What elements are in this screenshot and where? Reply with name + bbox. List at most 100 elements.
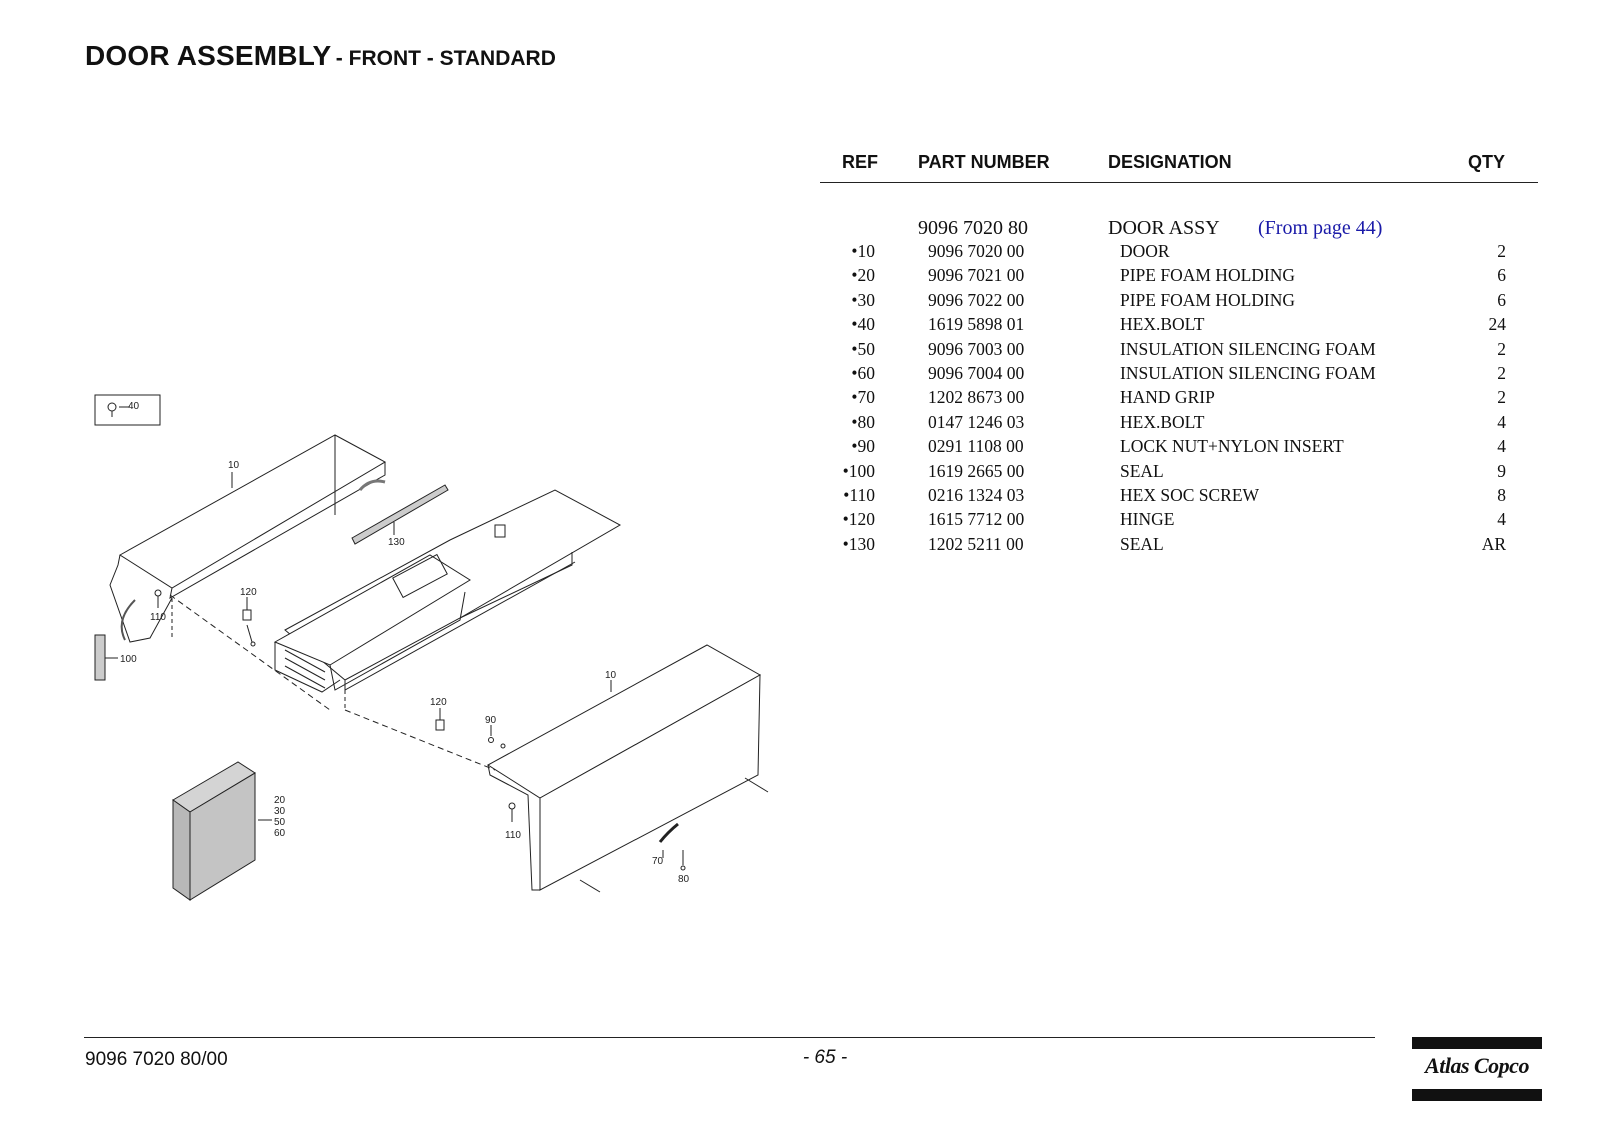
atlas-copco-logo: Atlas Copco <box>1412 1037 1542 1101</box>
seal-strip-part <box>351 479 449 545</box>
row-part-number: 1202 5211 00 <box>928 533 1024 554</box>
header-designation: DESIGNATION <box>1108 152 1232 172</box>
page-title-sub: - FRONT - STANDARD <box>335 47 556 70</box>
compressor-frame <box>273 489 622 693</box>
row-designation: HEX.BOLT <box>1120 411 1205 432</box>
row-part-number: 9096 7004 00 <box>928 362 1025 383</box>
callout-40: 40 <box>128 401 140 412</box>
row-qty: 4 <box>1497 411 1506 432</box>
row-ref: •30 <box>851 289 875 310</box>
callout-90: 90 <box>485 715 497 726</box>
foam-block-part <box>172 761 256 901</box>
callout-110-left: 110 <box>150 612 166 623</box>
door-right-part <box>487 644 762 891</box>
row-designation: HEX.BOLT <box>1120 314 1205 335</box>
document-number: 9096 7020 80/00 <box>85 1049 228 1070</box>
row-qty: AR <box>1481 533 1506 554</box>
row-ref: •130 <box>842 533 875 554</box>
row-qty: 6 <box>1497 289 1506 310</box>
parts-table-header: REF PART NUMBER DESIGNATION QTY <box>820 148 1538 183</box>
callout-50: 50 <box>274 817 286 828</box>
row-qty: 2 <box>1497 338 1506 359</box>
callout-110-right: 110 <box>505 830 521 841</box>
row-ref: •20 <box>851 265 875 286</box>
screw-right-part <box>508 802 516 822</box>
row-qty: 6 <box>1497 265 1506 286</box>
row-designation: DOOR <box>1120 241 1170 261</box>
door-bolts <box>579 777 769 893</box>
assembly-row: 9096 7020 80 DOOR ASSY (From page 44) <box>820 217 1538 243</box>
row-designation: SEAL <box>1120 533 1164 554</box>
row-ref: •70 <box>851 387 875 408</box>
row-designation: SEAL <box>1120 460 1164 481</box>
row-part-number: 1202 8673 00 <box>928 387 1025 408</box>
table-row: •80 0147 1246 03 HEX.BOLT 4 <box>820 412 1538 436</box>
row-part-number: 9096 7020 00 <box>928 241 1025 261</box>
header-part-number: PART NUMBER <box>918 152 1050 172</box>
page-title: DOOR ASSEMBLY - FRONT - STANDARD <box>85 40 556 72</box>
callout-80: 80 <box>678 874 690 885</box>
row-qty: 9 <box>1497 460 1506 481</box>
row-designation: HEX SOC SCREW <box>1120 484 1260 505</box>
row-part-number: 9096 7003 00 <box>928 338 1025 359</box>
callout-120-right: 120 <box>430 697 447 708</box>
logo-bar-bottom <box>1412 1089 1542 1101</box>
page-number: - 65 - <box>802 1047 848 1068</box>
header-qty: QTY <box>1468 152 1506 172</box>
row-ref: •40 <box>851 314 875 335</box>
row-qty: 2 <box>1497 387 1506 408</box>
vertical-seal-part <box>94 634 118 681</box>
page-title-main: DOOR ASSEMBLY <box>85 40 332 71</box>
row-designation: INSULATION SILENCING FOAM <box>1120 338 1376 359</box>
row-ref: •120 <box>842 509 875 530</box>
hinge-left-part <box>242 597 256 647</box>
assembly-part-number: 9096 7020 80 <box>918 217 1028 239</box>
row-ref: •60 <box>851 362 875 383</box>
row-ref: •80 <box>851 411 875 432</box>
row-part-number: 0291 1108 00 <box>928 436 1024 457</box>
hinge-right-part <box>435 708 445 731</box>
row-qty: 24 <box>1488 314 1507 335</box>
header-ref: REF <box>842 152 878 172</box>
callout-10-left: 10 <box>228 460 240 471</box>
bolt-icon <box>107 402 117 417</box>
row-part-number: 0216 1324 03 <box>928 484 1025 505</box>
bolt-key-box <box>94 394 161 426</box>
callout-60: 60 <box>274 828 286 839</box>
logo-bar-top <box>1412 1037 1542 1049</box>
row-qty: 4 <box>1497 436 1506 457</box>
callout-100: 100 <box>120 654 137 665</box>
row-part-number: 1619 5898 01 <box>928 314 1025 335</box>
callout-20: 20 <box>274 795 286 806</box>
row-part-number: 9096 7022 00 <box>928 289 1025 310</box>
row-ref: •10 <box>851 241 875 261</box>
assembly-designation: DOOR ASSY <box>1108 217 1220 239</box>
callout-10-right: 10 <box>605 670 617 681</box>
row-designation: HINGE <box>1120 509 1175 530</box>
row-qty: 8 <box>1497 484 1506 505</box>
footer-divider <box>84 1037 1375 1038</box>
table-row: •40 1619 5898 01 HEX.BOLT 24 <box>820 314 1538 338</box>
row-ref: •50 <box>851 338 875 359</box>
callout-30: 30 <box>274 806 286 817</box>
assembly-page-link[interactable]: (From page 44) <box>1258 217 1383 239</box>
door-left-part <box>109 434 387 643</box>
row-ref: •110 <box>843 484 875 505</box>
hand-grip-part <box>658 822 686 871</box>
row-part-number: 1619 2665 00 <box>928 460 1025 481</box>
row-part-number: 0147 1246 03 <box>928 411 1025 432</box>
row-part-number: 1615 7712 00 <box>928 509 1025 530</box>
callout-120-left: 120 <box>240 587 257 598</box>
row-designation: PIPE FOAM HOLDING <box>1120 265 1296 286</box>
screw-left-part <box>154 589 162 608</box>
row-designation: PIPE FOAM HOLDING <box>1120 289 1296 310</box>
exploded-view-drawing: 40 10 130 120 110 100 10 120 90 110 70 8… <box>94 394 769 901</box>
